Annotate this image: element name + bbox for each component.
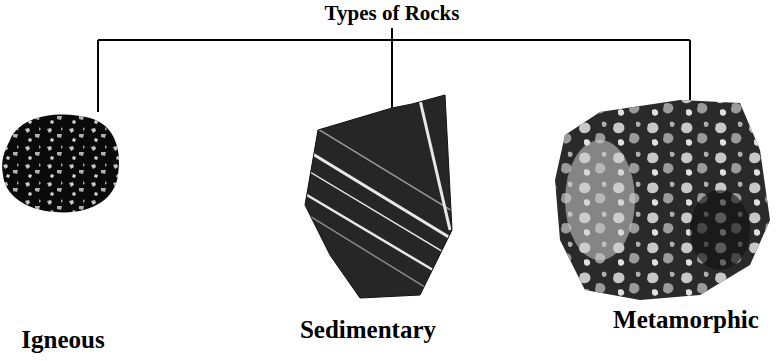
metamorphic-rock [550, 95, 775, 305]
bracket-drop [97, 40, 99, 112]
rock-mottling [550, 95, 775, 305]
diagram-title: Types of Rocks [325, 2, 460, 25]
rock-type-label: Sedimentary [300, 316, 436, 344]
rock-strata [290, 100, 470, 315]
rock-type-label: Metamorphic [613, 306, 759, 334]
igneous-rock [2, 114, 119, 212]
bracket [98, 28, 690, 112]
rock-speckles [2, 114, 119, 212]
bracket-bar [98, 39, 690, 41]
bracket-drop [689, 40, 691, 100]
sedimentary-rock [290, 95, 470, 315]
rock-outline [305, 95, 452, 298]
rock-type-label: Igneous [21, 326, 104, 354]
rock-body [2, 114, 119, 212]
